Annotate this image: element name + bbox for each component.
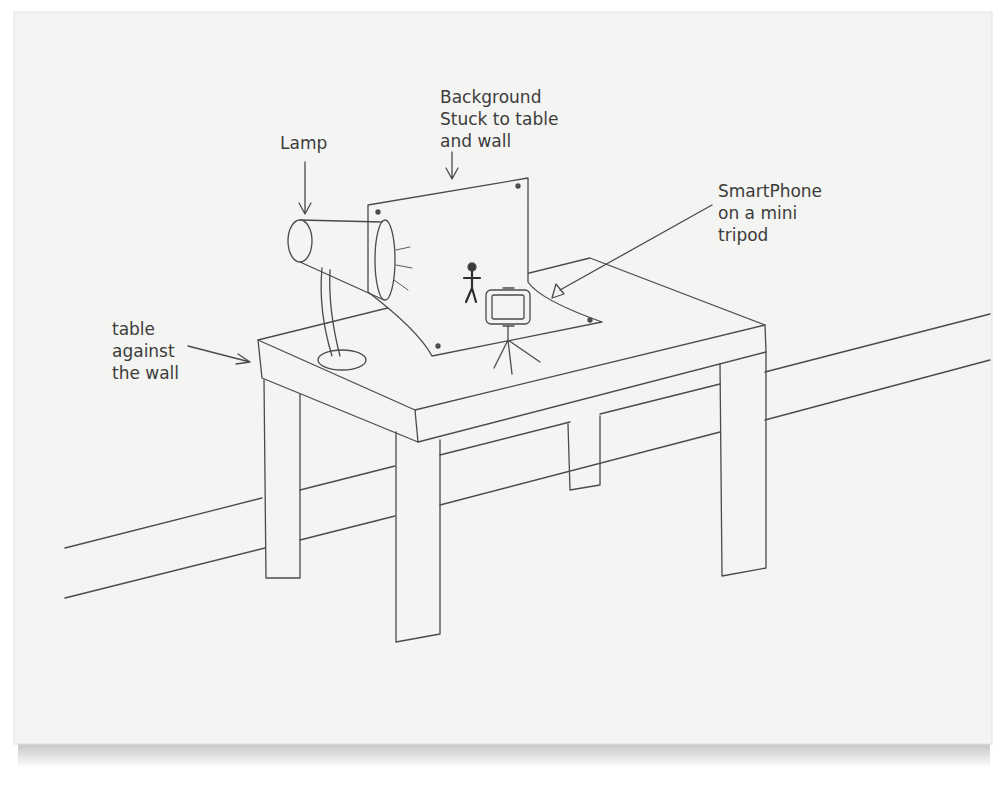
table-leg bbox=[720, 352, 766, 576]
smartphone bbox=[486, 290, 530, 324]
lamp-base bbox=[318, 350, 366, 370]
background-sheet bbox=[368, 178, 602, 356]
leader-arrow bbox=[446, 152, 458, 179]
phone-clamp bbox=[503, 288, 514, 326]
callout-label: Background Stuck to table and wall bbox=[440, 86, 565, 152]
paper-sheet bbox=[14, 12, 992, 744]
callout-label: table against the wall bbox=[112, 318, 192, 384]
phone-screen bbox=[492, 295, 524, 319]
mini-tripod bbox=[494, 326, 540, 374]
leader-arrow bbox=[188, 346, 250, 364]
lamp-neck bbox=[321, 268, 340, 356]
table-leg bbox=[568, 416, 600, 490]
callout-label: Lamp bbox=[280, 132, 360, 154]
photo-shadow bbox=[18, 742, 990, 768]
table-leg bbox=[396, 432, 440, 642]
leader-triangle bbox=[552, 284, 564, 298]
lamp-shade-mouth bbox=[375, 220, 395, 300]
leader-line bbox=[560, 205, 712, 290]
tape-dot bbox=[588, 318, 592, 322]
floor-line bbox=[65, 360, 990, 598]
leader-arrow bbox=[299, 162, 311, 214]
table-leg bbox=[264, 380, 300, 578]
tape-dot bbox=[436, 344, 440, 348]
mini-figure bbox=[464, 271, 480, 302]
mini-figure bbox=[468, 263, 476, 271]
light-rays bbox=[394, 247, 412, 290]
callout-label: SmartPhone on a mini tripod bbox=[718, 180, 828, 246]
tape-dot bbox=[516, 184, 520, 188]
lamp-shade bbox=[300, 220, 384, 300]
lamp-shade-back bbox=[288, 220, 312, 262]
table-side-apron bbox=[258, 340, 418, 442]
tape-dot bbox=[376, 210, 380, 214]
